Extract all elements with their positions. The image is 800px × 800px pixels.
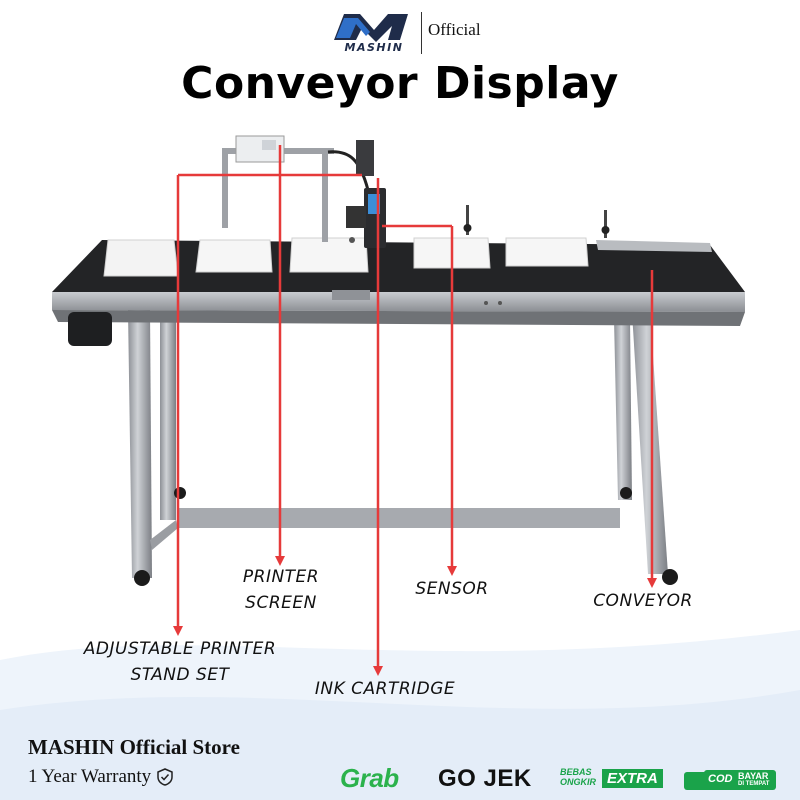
logo-wordmark: MASHIN xyxy=(344,41,404,54)
motor-housing xyxy=(68,312,112,346)
sensor-posts xyxy=(463,205,610,238)
warranty-line: 1 Year Warranty xyxy=(28,766,175,788)
extra-small-1: BEBAS xyxy=(560,767,592,777)
callout-sensor: SENSOR xyxy=(415,579,489,599)
callout-printer-screen: PRINTER SCREEN xyxy=(228,564,334,616)
callout-printer-screen-line1: PRINTER xyxy=(242,567,320,587)
warranty-text: 1 Year Warranty xyxy=(28,766,152,787)
printer-stand xyxy=(222,135,386,248)
background-wave xyxy=(0,630,800,800)
callout-stand-line1: ADJUSTABLE PRINTER xyxy=(83,639,277,659)
conveyor-legs xyxy=(128,310,678,586)
store-name: MASHIN Official Store xyxy=(28,735,240,759)
bebas-ongkir-extra-badge: BEBAS ONGKIR EXTRA xyxy=(560,767,663,793)
callout-ink-cartridge: INK CARTRIDGE xyxy=(314,679,456,699)
product-boxes xyxy=(103,237,589,277)
grab-logo: Grab xyxy=(340,763,399,793)
mashin-logo xyxy=(334,14,408,42)
shield-check-icon xyxy=(157,768,173,786)
gojek-logo: GO JEK xyxy=(438,765,532,792)
logo-divider xyxy=(421,12,422,54)
cod-label: COD xyxy=(708,773,733,785)
official-label: Official xyxy=(428,20,481,39)
cod-di-tempat: DI TEMPAT xyxy=(738,781,770,787)
callout-stand: ADJUSTABLE PRINTER STAND SET xyxy=(60,636,300,688)
callout-conveyor: CONVEYOR xyxy=(593,591,693,611)
callout-lines xyxy=(173,145,657,676)
cod-bayar: BAYAR xyxy=(738,771,769,781)
extra-big: EXTRA xyxy=(602,769,663,788)
callout-printer-screen-line2: SCREEN xyxy=(245,593,317,613)
extra-small-2: ONGKIR xyxy=(560,777,596,787)
cod-badge: COD BAYAR DI TEMPAT xyxy=(684,768,776,794)
cod-hand-icon xyxy=(684,772,710,790)
page-title: Conveyor Display xyxy=(181,58,619,109)
callout-stand-line2: STAND SET xyxy=(130,665,230,685)
